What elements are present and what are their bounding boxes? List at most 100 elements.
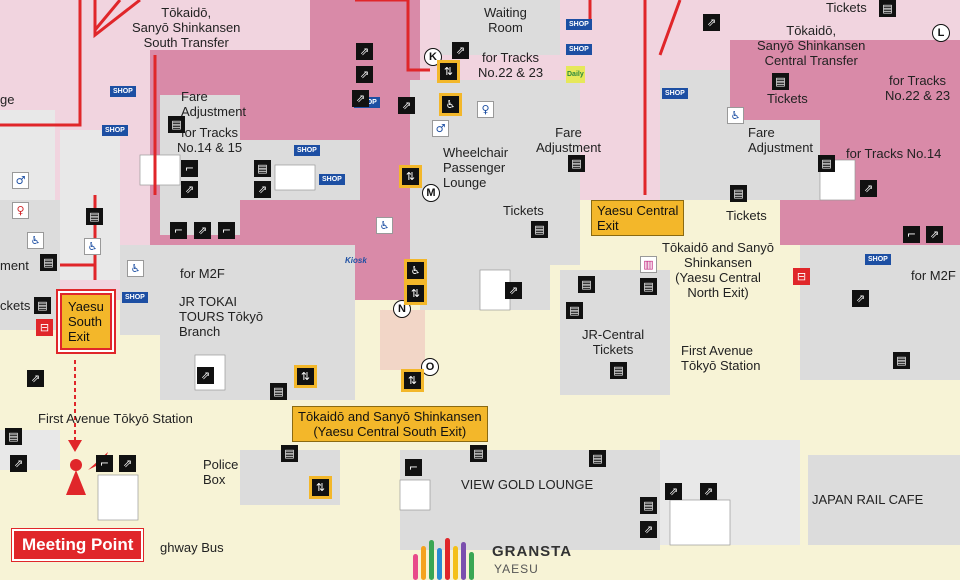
exit-gate-icon: ⊟ [793, 268, 810, 285]
ticket-machine-icon: ▤ [640, 497, 657, 514]
label-tickets-right: Tickets [726, 208, 767, 223]
ticket-machine-icon: ▤ [568, 155, 585, 172]
label-fare-adjustment-2: Fare Adjustment [536, 125, 602, 155]
label-waiting-room: Waiting Room [484, 5, 527, 35]
shop-sign: SHOP [566, 44, 592, 55]
ticket-machine-icon: ▤ [5, 428, 22, 445]
stairs-icon: ⌐ [181, 160, 198, 177]
label-tokaido-central-transfer: Tōkaidō, Sanyō Shinkansen Central Transf… [757, 23, 866, 68]
escalator-icon: ⇗ [860, 180, 877, 197]
ticket-machine-icon: ▤ [270, 383, 287, 400]
ticket-machine-icon: ▤ [470, 445, 487, 462]
elevator-l-marker: L [932, 24, 950, 42]
escalator-icon: ⇗ [703, 14, 720, 31]
label-fare-adjustment-1: Fare Adjustment [181, 89, 247, 119]
gransta-logo-sub: YAESU [494, 562, 539, 576]
label-first-avenue-left: First Avenue Tōkyō Station [38, 411, 193, 426]
label-tickets-top-right: Tickets [826, 0, 867, 15]
ticket-machine-icon: ▤ [566, 302, 583, 319]
shop-sign: SHOP [294, 145, 320, 156]
restroom-men-icon: ♂ [12, 172, 29, 189]
label-jr-central-tickets: JR-Central Tickets [582, 327, 645, 357]
label-tickets-mid: Tickets [503, 203, 544, 218]
escalator-icon: ⇗ [119, 455, 136, 472]
ticket-machine-icon: ▤ [254, 160, 271, 177]
wheelchair-icon: ♿ [84, 238, 101, 255]
label-view-gold-lounge: VIEW GOLD LOUNGE [461, 477, 594, 492]
label-tracks-22-23-a: for Tracks No.22 & 23 [478, 50, 544, 80]
elevator-k-marker: K [424, 48, 442, 66]
escalator-icon: ⇗ [640, 521, 657, 538]
escalator-icon: ⇗ [197, 367, 214, 384]
wheelchair-icon: ♿ [404, 259, 427, 282]
ticket-machine-icon: ▤ [40, 254, 57, 271]
ticket-machine-icon: ▤ [589, 450, 606, 467]
escalator-icon: ⇗ [398, 97, 415, 114]
ticket-machine-icon: ▤ [879, 0, 896, 17]
label-tracks-14-right: for Tracks No.14 [846, 146, 942, 161]
wheelchair-icon: ♿ [27, 232, 44, 249]
exit-yaesu-central-south: Tōkaidō and Sanyō Shinkansen (Yaesu Cent… [292, 406, 488, 442]
wheelchair-icon: ♿ [439, 93, 462, 116]
exit-yaesu-central: Yaesu Central Exit [591, 200, 685, 236]
label-japan-rail-cafe: JAPAN RAIL CAFE [812, 492, 924, 507]
stairs-icon: ⌐ [903, 226, 920, 243]
exit-yaesu-south-text: Yaesu South Exit [68, 299, 104, 344]
shop-sign: SHOP [566, 19, 592, 30]
label-first-avenue-right: First Avenue Tōkyō Station [681, 343, 761, 373]
label-fare-adjustment-3: Fare Adjustment [748, 125, 814, 155]
ticket-machine-icon: ▤ [772, 73, 789, 90]
elevator-o-marker: O [421, 358, 439, 376]
label-tickets-left: ckets [0, 298, 31, 313]
elevator-icon: ⇅ [294, 365, 317, 388]
ticket-machine-icon: ▤ [640, 278, 657, 295]
wheelchair-icon: ♿ [127, 260, 144, 277]
label-tracks-22-23-b: for Tracks No.22 & 23 [885, 73, 951, 103]
elevator-icon: ⇅ [404, 282, 427, 305]
label-adjustment-left: ment [0, 258, 29, 273]
label-age-left: ge [0, 92, 15, 107]
elevator-m-marker: M [422, 184, 440, 202]
exit-yaesu-central-text: Yaesu Central Exit [597, 203, 679, 233]
wheelchair-icon: ♿ [727, 107, 744, 124]
label-tracks-14-15: for Tracks No.14 & 15 [177, 125, 243, 155]
label-highway-bus: ghway Bus [160, 540, 224, 555]
exit-gate-icon: ⊟ [36, 319, 53, 336]
escalator-icon: ⇗ [926, 226, 943, 243]
label-police-box: Police Box [203, 457, 239, 487]
ticket-machine-icon: ▤ [281, 445, 298, 462]
escalator-icon: ⇗ [852, 290, 869, 307]
escalator-icon: ⇗ [352, 90, 369, 107]
exit-yaesu-south: Yaesu South Exit [58, 291, 114, 352]
stairs-icon: ⌐ [405, 459, 422, 476]
escalator-icon: ⇗ [254, 181, 271, 198]
elevator-icon: ⇅ [309, 476, 332, 499]
wheelchair-icon: ♿ [376, 217, 393, 234]
label-tokaido-central-north: Tōkaidō and Sanyō Shinkansen (Yaesu Cent… [662, 240, 775, 300]
escalator-icon: ⇗ [10, 455, 27, 472]
meeting-point-badge: Meeting Point [12, 529, 144, 561]
shop-sign: SHOP [122, 292, 148, 303]
daily-sign: Daily [566, 66, 585, 83]
ticket-machine-icon: ▤ [893, 352, 910, 369]
ticket-machine-icon: ▤ [531, 221, 548, 238]
ticket-machine-icon: ▤ [578, 276, 595, 293]
shop-sign: SHOP [662, 88, 688, 99]
escalator-icon: ⇗ [356, 66, 373, 83]
label-wheelchair-lounge: Wheelchair Passenger Lounge [443, 145, 509, 190]
label-jr-tokai-tours: JR TOKAI TOURS Tōkyō Branch [179, 294, 264, 339]
ticket-machine-icon: ▤ [86, 208, 103, 225]
elevator-icon: ⇅ [401, 369, 424, 392]
restroom-women-icon: ♀ [477, 101, 494, 118]
elevator-icon: ⇅ [399, 165, 422, 188]
ticket-machine-icon: ▤ [34, 297, 51, 314]
restroom-women-icon: ♀ [12, 202, 29, 219]
ticket-machine-icon: ▤ [730, 185, 747, 202]
ticket-machine-icon: ▤ [818, 155, 835, 172]
gransta-logo-icon [413, 538, 474, 580]
ticket-machine-icon: ▤ [168, 116, 185, 133]
elevator-icon: ⇅ [437, 60, 460, 83]
stairs-icon: ⌐ [170, 222, 187, 239]
elevator-n-marker: N [393, 300, 411, 318]
